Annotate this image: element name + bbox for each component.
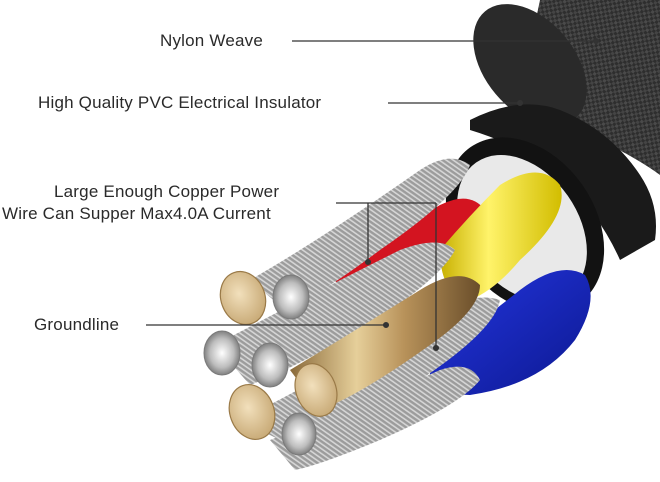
copper-tip-1 (219, 270, 267, 326)
copper-label-line2: Wire Can Supper Max4.0A Current (2, 204, 271, 223)
insulator-label: High Quality PVC Electrical Insulator (38, 93, 322, 112)
strand-end-1 (272, 274, 310, 320)
groundline-label: Groundline (34, 315, 120, 334)
yellow-wire (440, 172, 562, 300)
strand-end-3 (251, 342, 289, 388)
strand-bundle-bottom (270, 366, 480, 470)
copper-tip-3 (294, 363, 338, 417)
copper-tip-2 (228, 384, 276, 440)
leader-lines (146, 37, 600, 352)
nylon-weave-label: Nylon Weave (160, 31, 263, 50)
groundline-conductor (290, 276, 480, 410)
weave-end (473, 4, 587, 126)
strand-bundle-upper (250, 158, 470, 310)
blue-wire (430, 270, 591, 395)
strand-end-2 (203, 330, 241, 376)
copper-label-line1: Large Enough Copper Power (54, 182, 280, 201)
strand-end-4 (281, 412, 317, 456)
